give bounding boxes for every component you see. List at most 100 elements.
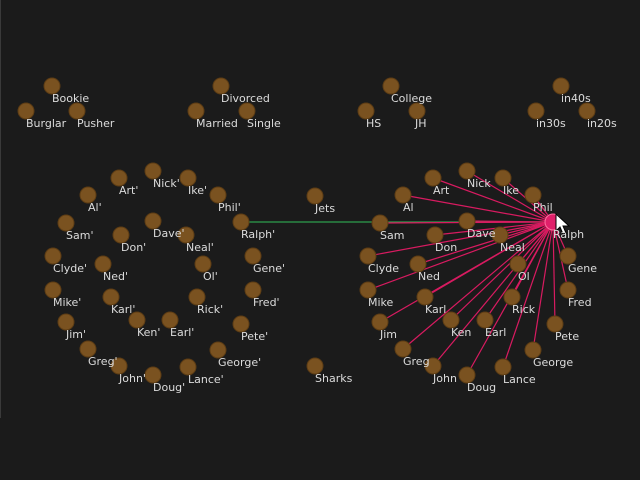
- node-label-dave: Dave: [467, 227, 496, 240]
- node-label-jim: Jim: [380, 328, 398, 341]
- node-greg-prime[interactable]: [79, 340, 97, 358]
- arrow-pointer-icon: [555, 212, 571, 235]
- node-label-karl-prime: Karl': [111, 303, 136, 316]
- node-label-single: Single: [247, 117, 281, 130]
- node-ned-prime[interactable]: [94, 255, 112, 273]
- node-jim-prime[interactable]: [57, 313, 75, 331]
- node-label-married: Married: [196, 117, 238, 130]
- node-label-fred: Fred: [568, 296, 592, 309]
- node-nick-prime[interactable]: [144, 162, 162, 180]
- node-label-burglar: Burglar: [26, 117, 67, 130]
- node-lance-prime[interactable]: [179, 358, 197, 376]
- node-lance[interactable]: [494, 358, 512, 376]
- node-gene[interactable]: [559, 247, 577, 265]
- node-divorced[interactable]: [212, 77, 230, 95]
- node-rick[interactable]: [503, 288, 521, 306]
- node-gene-prime[interactable]: [244, 247, 262, 265]
- active-edge: [402, 221, 554, 350]
- node-label-ken: Ken: [451, 326, 472, 339]
- node-label-pete-prime: Pete': [241, 330, 269, 343]
- node-doug[interactable]: [458, 366, 476, 384]
- node-label-don-prime: Don': [121, 241, 147, 254]
- node-john-prime[interactable]: [110, 357, 128, 375]
- node-clyde[interactable]: [359, 247, 377, 265]
- node-earl-prime[interactable]: [161, 311, 179, 329]
- node-jim[interactable]: [371, 313, 389, 331]
- node-ned[interactable]: [409, 255, 427, 273]
- node-doug-prime[interactable]: [144, 366, 162, 384]
- node-clyde-prime[interactable]: [44, 247, 62, 265]
- node-label-pusher: Pusher: [77, 117, 115, 130]
- node-art[interactable]: [424, 169, 442, 187]
- node-label-mike: Mike: [368, 296, 394, 309]
- node-label-gene: Gene: [568, 262, 598, 275]
- node-mike-prime[interactable]: [44, 281, 62, 299]
- node-jh[interactable]: [408, 102, 426, 120]
- node-earl[interactable]: [476, 311, 494, 329]
- node-label-sam-prime: Sam': [66, 229, 94, 242]
- node-jets[interactable]: [306, 187, 324, 205]
- node-label-greg-prime: Greg': [88, 355, 118, 368]
- active-edge: [402, 194, 554, 223]
- node-george[interactable]: [524, 341, 542, 359]
- active-edge: [417, 221, 554, 265]
- node-label-al: Al: [403, 201, 414, 214]
- node-sharks[interactable]: [306, 357, 324, 375]
- node-karl-prime[interactable]: [102, 288, 120, 306]
- node-al[interactable]: [394, 186, 412, 204]
- node-phil[interactable]: [524, 186, 542, 204]
- node-ol-prime[interactable]: [194, 255, 212, 273]
- node-fred[interactable]: [559, 281, 577, 299]
- node-burglar[interactable]: [17, 102, 35, 120]
- node-college[interactable]: [382, 77, 400, 95]
- node-don-prime[interactable]: [112, 226, 130, 244]
- node-ralph-prime[interactable]: [232, 213, 250, 231]
- node-fred-prime[interactable]: [244, 281, 262, 299]
- node-ken-prime[interactable]: [128, 311, 146, 329]
- node-in40s[interactable]: [552, 77, 570, 95]
- node-hs[interactable]: [357, 102, 375, 120]
- node-label-john-prime: John': [119, 372, 146, 385]
- node-neal[interactable]: [491, 226, 509, 244]
- node-rick-prime[interactable]: [188, 288, 206, 306]
- node-don[interactable]: [426, 226, 444, 244]
- active-edge: [367, 221, 554, 291]
- node-phil-prime[interactable]: [209, 186, 227, 204]
- node-sam-prime[interactable]: [57, 214, 75, 232]
- node-neal-prime[interactable]: [177, 226, 195, 244]
- node-karl[interactable]: [416, 288, 434, 306]
- node-in30s[interactable]: [527, 102, 545, 120]
- node-in20s[interactable]: [578, 102, 596, 120]
- node-ol[interactable]: [509, 255, 527, 273]
- node-dave[interactable]: [458, 212, 476, 230]
- node-label-karl: Karl: [425, 303, 447, 316]
- node-label-ned-prime: Ned': [103, 270, 129, 283]
- node-mike[interactable]: [359, 281, 377, 299]
- node-john[interactable]: [424, 357, 442, 375]
- node-al-prime[interactable]: [79, 186, 97, 204]
- active-edge: [466, 220, 554, 223]
- node-art-prime[interactable]: [110, 169, 128, 187]
- node-ike-prime[interactable]: [179, 169, 197, 187]
- node-dave-prime[interactable]: [144, 212, 162, 230]
- node-label-hs: HS: [366, 117, 382, 130]
- active-edge: [367, 221, 554, 257]
- node-ike[interactable]: [494, 169, 512, 187]
- node-greg[interactable]: [394, 340, 412, 358]
- node-pete-prime[interactable]: [232, 315, 250, 333]
- node-pete[interactable]: [546, 315, 564, 333]
- node-single[interactable]: [238, 102, 256, 120]
- node-married[interactable]: [187, 102, 205, 120]
- node-label-phil: Phil: [533, 201, 553, 214]
- node-sam[interactable]: [371, 214, 389, 232]
- node-label-in30s: in30s: [536, 117, 566, 130]
- active-edge: [552, 221, 556, 325]
- node-ken[interactable]: [442, 311, 460, 329]
- node-pusher[interactable]: [68, 102, 86, 120]
- node-nick[interactable]: [458, 162, 476, 180]
- node-george-prime[interactable]: [209, 341, 227, 359]
- node-bookie[interactable]: [43, 77, 61, 95]
- node-label-earl-prime: Earl': [170, 326, 195, 339]
